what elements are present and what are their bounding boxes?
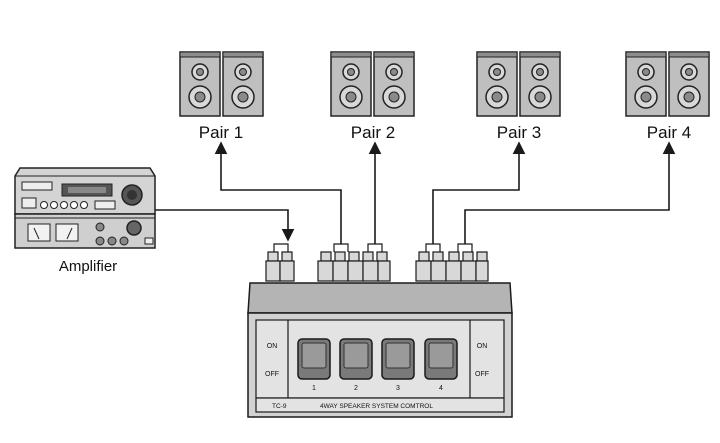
switch-label-2: 2 (354, 385, 358, 392)
right-on-label: ON (477, 343, 488, 350)
wire-pair-4 (464, 141, 676, 244)
model-label: TC-9 (272, 403, 287, 410)
speaker-pair-1: Pair 1 (179, 51, 264, 142)
speaker-switch-4[interactable]: 4 (424, 338, 458, 392)
speaker-pair-4: Pair 4 (625, 51, 710, 142)
speaker-label-4: Pair 4 (647, 123, 691, 142)
speaker-pair-2: Pair 2 (330, 51, 415, 142)
speaker-pair-3: Pair 3 (476, 51, 561, 142)
speaker-label-3: Pair 3 (497, 123, 541, 142)
speaker-switch-3[interactable]: 3 (381, 338, 415, 392)
connection-wires (155, 141, 676, 244)
wire-amp-input (155, 209, 295, 242)
amplifier-label: Amplifier (59, 258, 117, 275)
terminal-connectors (265, 243, 489, 282)
amplifier: Amplifier (14, 167, 156, 275)
control-box-title: 4WAY SPEAKER SYSTEM COMTROL (320, 403, 433, 410)
left-on-label: ON (267, 343, 278, 350)
control-box: ON OFF ON OFF 1 2 3 4 TC-9 4WAY SPEAKER … (247, 282, 513, 418)
speaker-switch-2[interactable]: 2 (339, 338, 373, 392)
speaker-label-1: Pair 1 (199, 123, 243, 142)
right-off-label: OFF (475, 371, 489, 378)
wire-pair-1 (214, 141, 342, 244)
speaker-switch-1[interactable]: 1 (297, 338, 331, 392)
switch-label-3: 3 (396, 385, 400, 392)
switch-label-1: 1 (312, 385, 316, 392)
switch-label-4: 4 (439, 385, 443, 392)
left-off-label: OFF (265, 371, 279, 378)
wire-pair-3 (432, 141, 526, 244)
speaker-label-2: Pair 2 (351, 123, 395, 142)
